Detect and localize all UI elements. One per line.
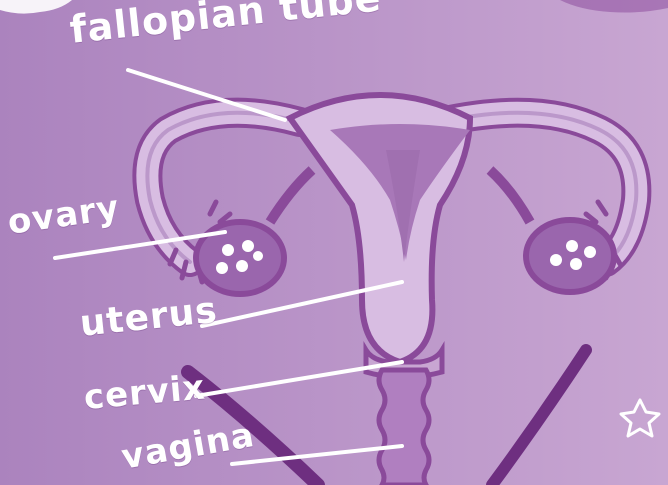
- right-ovary: [526, 220, 614, 292]
- vaginal-canal: [379, 370, 429, 485]
